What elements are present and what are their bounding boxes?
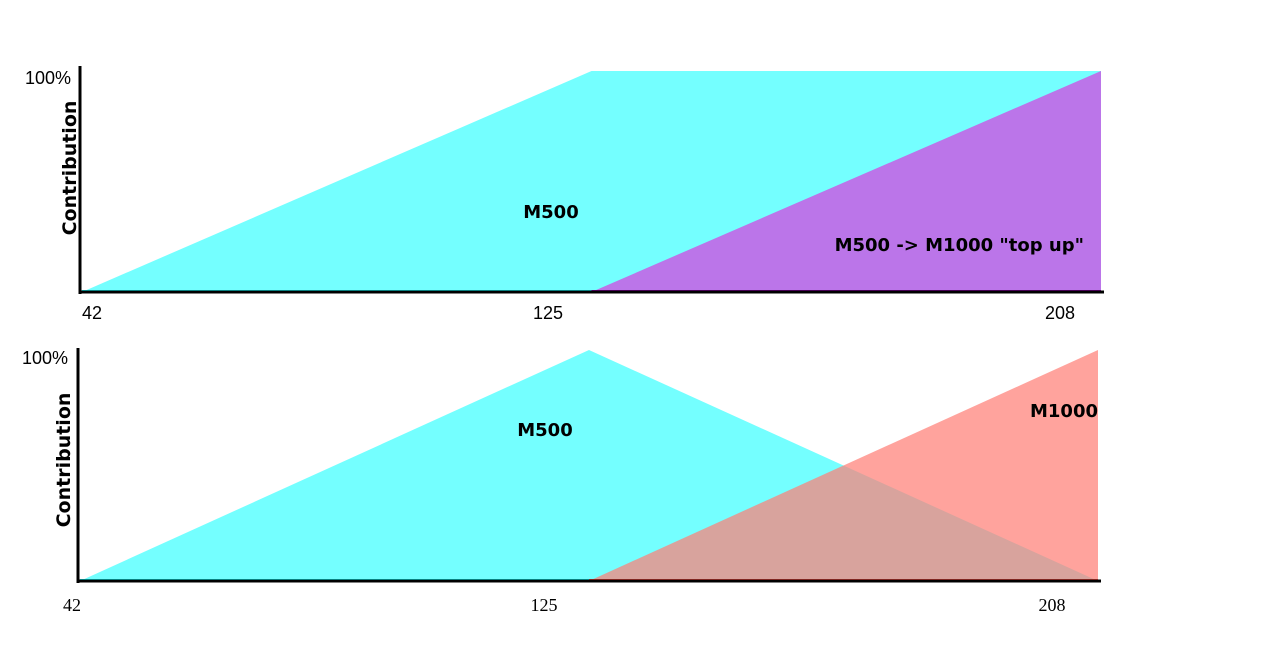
x-tick-label: 125	[533, 303, 563, 323]
series-label: M500	[517, 420, 573, 441]
x-tick-label: 125	[531, 595, 558, 615]
series-label: M1000	[1030, 401, 1098, 422]
area-m500-m1000-top-up	[591, 71, 1101, 292]
chart-panel-2: 100% Contribution 42 125 208 M500 M1000	[22, 348, 1101, 615]
x-tick-label: 42	[82, 303, 102, 323]
x-tick-label: 42	[63, 595, 81, 615]
y-axis-label: Contribution	[59, 101, 81, 236]
x-tick-label: 208	[1039, 595, 1066, 615]
series-label: M500 -> M1000 "top up"	[835, 235, 1084, 256]
area-m1000	[589, 350, 1098, 581]
series-label: M500	[523, 202, 579, 223]
y-axis-label: Contribution	[53, 393, 75, 528]
y-axis-max-label: 100%	[25, 68, 71, 88]
y-axis-max-label: 100%	[22, 348, 68, 368]
x-tick-label: 208	[1045, 303, 1075, 323]
